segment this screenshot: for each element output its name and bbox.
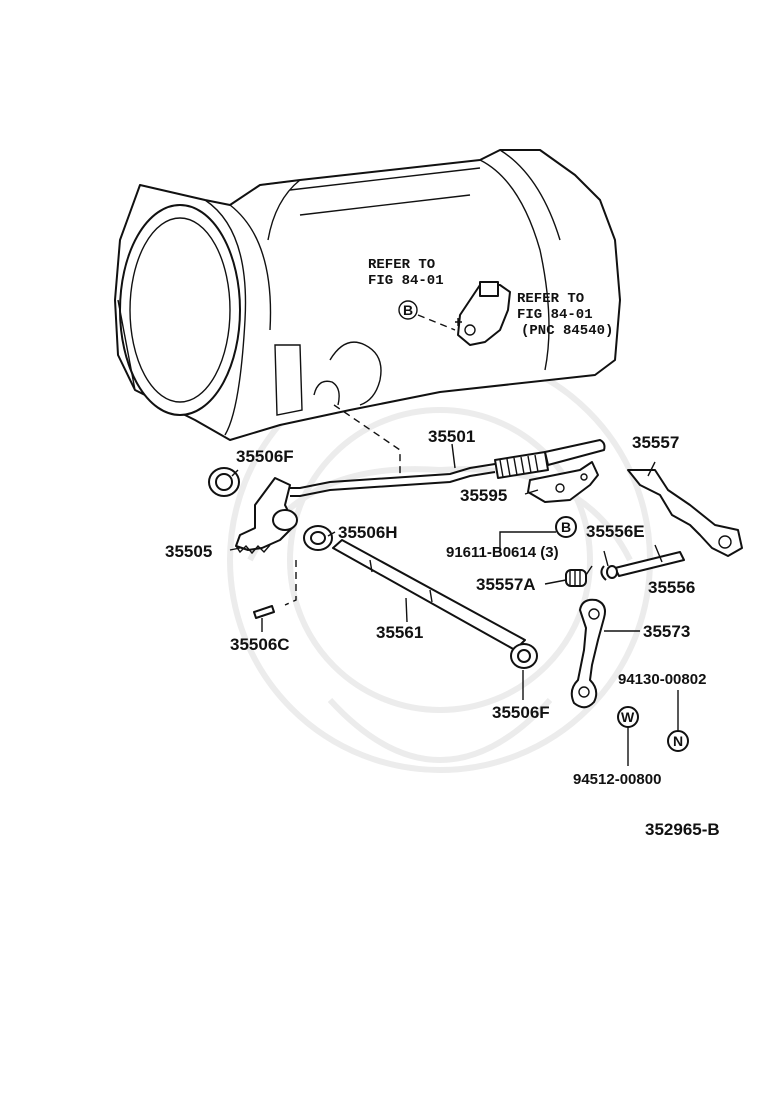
ref-dash-switch	[417, 314, 456, 331]
selector-shaft	[332, 539, 526, 651]
transmission-housing	[114, 149, 621, 441]
part-label-94512: 94512-00800	[573, 771, 661, 788]
part-label-35561: 35561	[376, 623, 423, 642]
part-label-35506c: 35506C	[230, 635, 290, 654]
spring-pin	[253, 605, 275, 619]
refer-note-right-line1: REFER TO	[517, 291, 584, 307]
part-label-35556e: 35556E	[586, 522, 645, 541]
callout-n-text: N	[673, 733, 683, 749]
oil-seal-middle	[303, 525, 333, 551]
neutral-start-switch	[455, 281, 511, 346]
refer-note-left-line1: REFER TO	[368, 257, 435, 273]
torsion-spring	[565, 565, 593, 587]
part-label-91611: 91611-B0614 (3)	[446, 544, 559, 561]
e-ring-clip	[600, 565, 607, 581]
part-label-35501: 35501	[428, 427, 475, 446]
callout-w: W	[617, 706, 639, 728]
part-label-35506f-bottom: 35506F	[492, 703, 550, 722]
detent-lever	[570, 598, 606, 709]
part-label-35595: 35595	[460, 486, 507, 505]
ref-dash-shaft	[333, 404, 401, 475]
callout-b-upper: B	[398, 300, 418, 320]
oil-seal-lower	[510, 643, 538, 669]
refer-note-left-line2: FIG 84-01	[368, 273, 444, 289]
oil-seal-upper	[208, 467, 240, 497]
manual-valve-lever	[235, 477, 298, 555]
shift-lever	[627, 469, 743, 557]
control-rod	[290, 439, 606, 497]
refer-note-right-line2: FIG 84-01	[517, 307, 593, 323]
part-label-35506h: 35506H	[338, 523, 398, 542]
part-label-35557: 35557	[632, 433, 679, 452]
leader-lines	[229, 443, 679, 766]
ref-dash-pin	[284, 560, 297, 606]
rod-bracket	[527, 461, 599, 503]
callout-w-text: W	[621, 709, 635, 725]
callout-n: N	[667, 730, 689, 752]
callout-b-lower: B	[555, 516, 577, 538]
pivot-pin	[606, 551, 685, 579]
part-label-35505: 35505	[165, 542, 212, 561]
refer-note-right-line3: (PNC 84540)	[521, 323, 613, 339]
callout-b-lower-text: B	[561, 519, 571, 535]
part-label-35506f-top: 35506F	[236, 447, 294, 466]
part-label-94130: 94130-00802	[618, 671, 706, 688]
part-label-35557a: 35557A	[476, 575, 536, 594]
figure-id: 352965-B	[645, 820, 720, 839]
part-label-35556: 35556	[648, 578, 695, 597]
part-label-35573: 35573	[643, 622, 690, 641]
callout-b-upper-text: B	[403, 302, 413, 318]
